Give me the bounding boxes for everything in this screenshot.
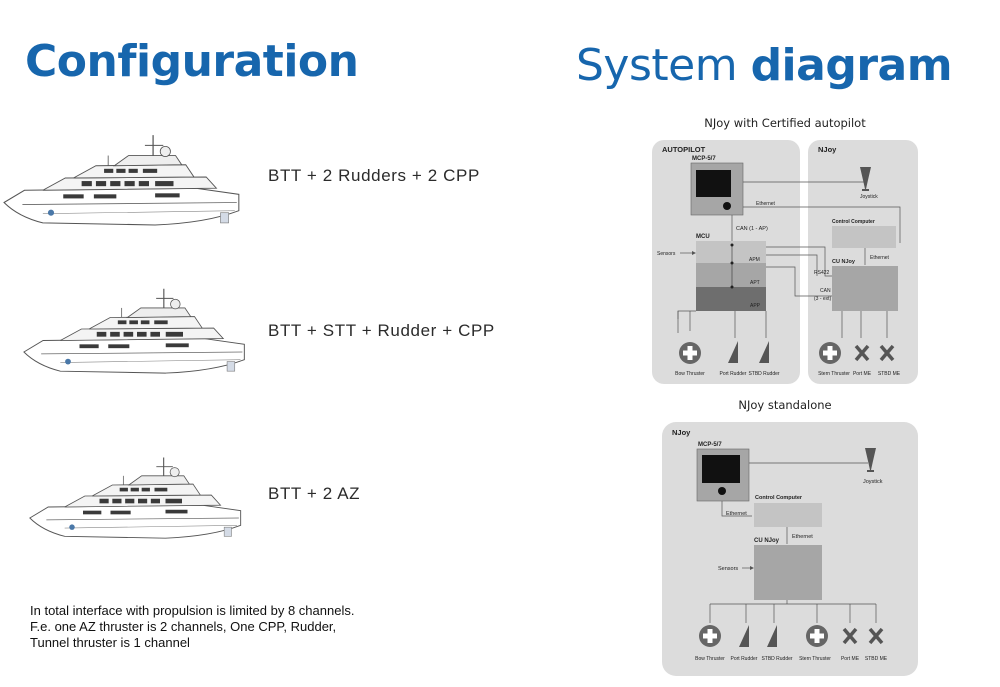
app-label: APP (750, 303, 761, 309)
diagram-njoy-standalone: NJoy MCP-5/7 Joystick Ethernet Control C… (662, 422, 918, 676)
rs422-label: RS422 (814, 270, 830, 276)
mcp-label: MCP-5/7 (698, 442, 722, 448)
diagram-njoy-with-autopilot: AUTOPILOT NJoy MCP-5/7 Joystick Ethernet… (652, 140, 918, 384)
output-label: STBD Rudder (748, 371, 779, 377)
njoy-panel (808, 140, 918, 384)
njoy-title: NJoy (818, 145, 837, 154)
note-line: F.e. one AZ thruster is 2 channels, One … (30, 619, 337, 634)
output-label: Port ME (841, 656, 860, 662)
bow-thruster-icon (679, 342, 701, 364)
port-me-icon (842, 627, 858, 645)
bow-thruster-icon (699, 625, 721, 647)
output-label: Stern Thruster (818, 371, 850, 377)
port-rudder-icon (728, 341, 738, 363)
output-label: Bow Thruster (695, 656, 725, 662)
joystick-label: Joystick (863, 479, 883, 485)
mcp-label: MCP-5/7 (692, 156, 716, 162)
cu-njoy-box (754, 545, 822, 600)
autopilot-title: AUTOPILOT (662, 145, 706, 154)
system-diagram-heading: System diagram (576, 40, 953, 91)
stbd-me-icon (879, 344, 895, 362)
can-ap-label: CAN (1 - AP) (736, 226, 768, 232)
diagram2-caption: NJoy standalone (738, 398, 832, 412)
joystick-icon (865, 448, 876, 472)
sensors-label: Sensors (657, 251, 676, 257)
heading-light-part: System (576, 40, 751, 91)
heading-bold-part: diagram (750, 40, 953, 91)
control-computer-label: Control Computer (755, 495, 803, 501)
yacht-illustration (23, 288, 245, 374)
yacht-illustration (29, 456, 242, 539)
output-label: Port Rudder (731, 656, 758, 662)
joystick-label: Joystick (860, 194, 878, 200)
can-ext-label: CAN (820, 288, 831, 294)
control-computer-label: Control Computer (832, 219, 875, 225)
joystick-icon (860, 167, 871, 191)
stern-thruster-icon (806, 625, 828, 647)
control-computer-box (832, 226, 896, 248)
config-label: BTT + 2 Rudders + 2 CPP (268, 166, 480, 185)
yacht-illustration (3, 134, 240, 226)
standalone-title: NJoy (672, 428, 691, 437)
output-label: Port ME (853, 371, 872, 377)
sensors-label: Sensors (718, 566, 738, 572)
output-label: Stern Thruster (799, 656, 831, 662)
ethernet-label: Ethernet (756, 201, 776, 207)
mcu-label: MCU (696, 234, 710, 240)
port-me-icon (854, 344, 870, 362)
config-label: BTT + STT + Rudder + CPP (268, 321, 495, 340)
ethernet-label: Ethernet (726, 511, 747, 517)
channel-limit-note: In total interface with propulsion is li… (30, 603, 450, 651)
mcp-screen (702, 455, 740, 483)
stbd-rudder-icon (759, 341, 769, 363)
cu-njoy-label: CU NJoy (754, 538, 780, 544)
stern-thruster-icon (819, 342, 841, 364)
output-label: STBD ME (878, 371, 901, 377)
mcp-knob (723, 202, 731, 210)
mcp-knob (718, 487, 726, 495)
stbd-rudder-icon (767, 625, 777, 647)
ethernet-label-2: Ethernet (792, 534, 813, 540)
cu-njoy-box (832, 266, 898, 311)
config-label: BTT + 2 AZ (268, 484, 361, 503)
cu-njoy-label: CU NJoy (832, 259, 856, 265)
output-label: Port Rudder (720, 371, 747, 377)
mcu-box (696, 241, 766, 263)
app-box (696, 287, 766, 311)
port-rudder-icon (739, 625, 749, 647)
configuration-heading: Configuration (25, 36, 359, 87)
mcp-screen (696, 170, 731, 197)
output-label: STBD ME (865, 656, 888, 662)
apm-label: APM (749, 257, 760, 263)
ethernet-label-2: Ethernet (870, 255, 890, 261)
apt-label: APT (750, 280, 760, 286)
note-line: In total interface with propulsion is li… (30, 603, 355, 618)
note-line: Tunnel thruster is 1 channel (30, 635, 190, 650)
output-label: STBD Rudder (761, 656, 792, 662)
stbd-me-icon (868, 627, 884, 645)
can-ext-label-2: (3 - ext) (814, 296, 832, 302)
apt-box (696, 263, 766, 287)
diagram1-caption: NJoy with Certified autopilot (704, 116, 866, 130)
output-label: Bow Thruster (675, 371, 705, 377)
control-computer-box (754, 503, 822, 527)
